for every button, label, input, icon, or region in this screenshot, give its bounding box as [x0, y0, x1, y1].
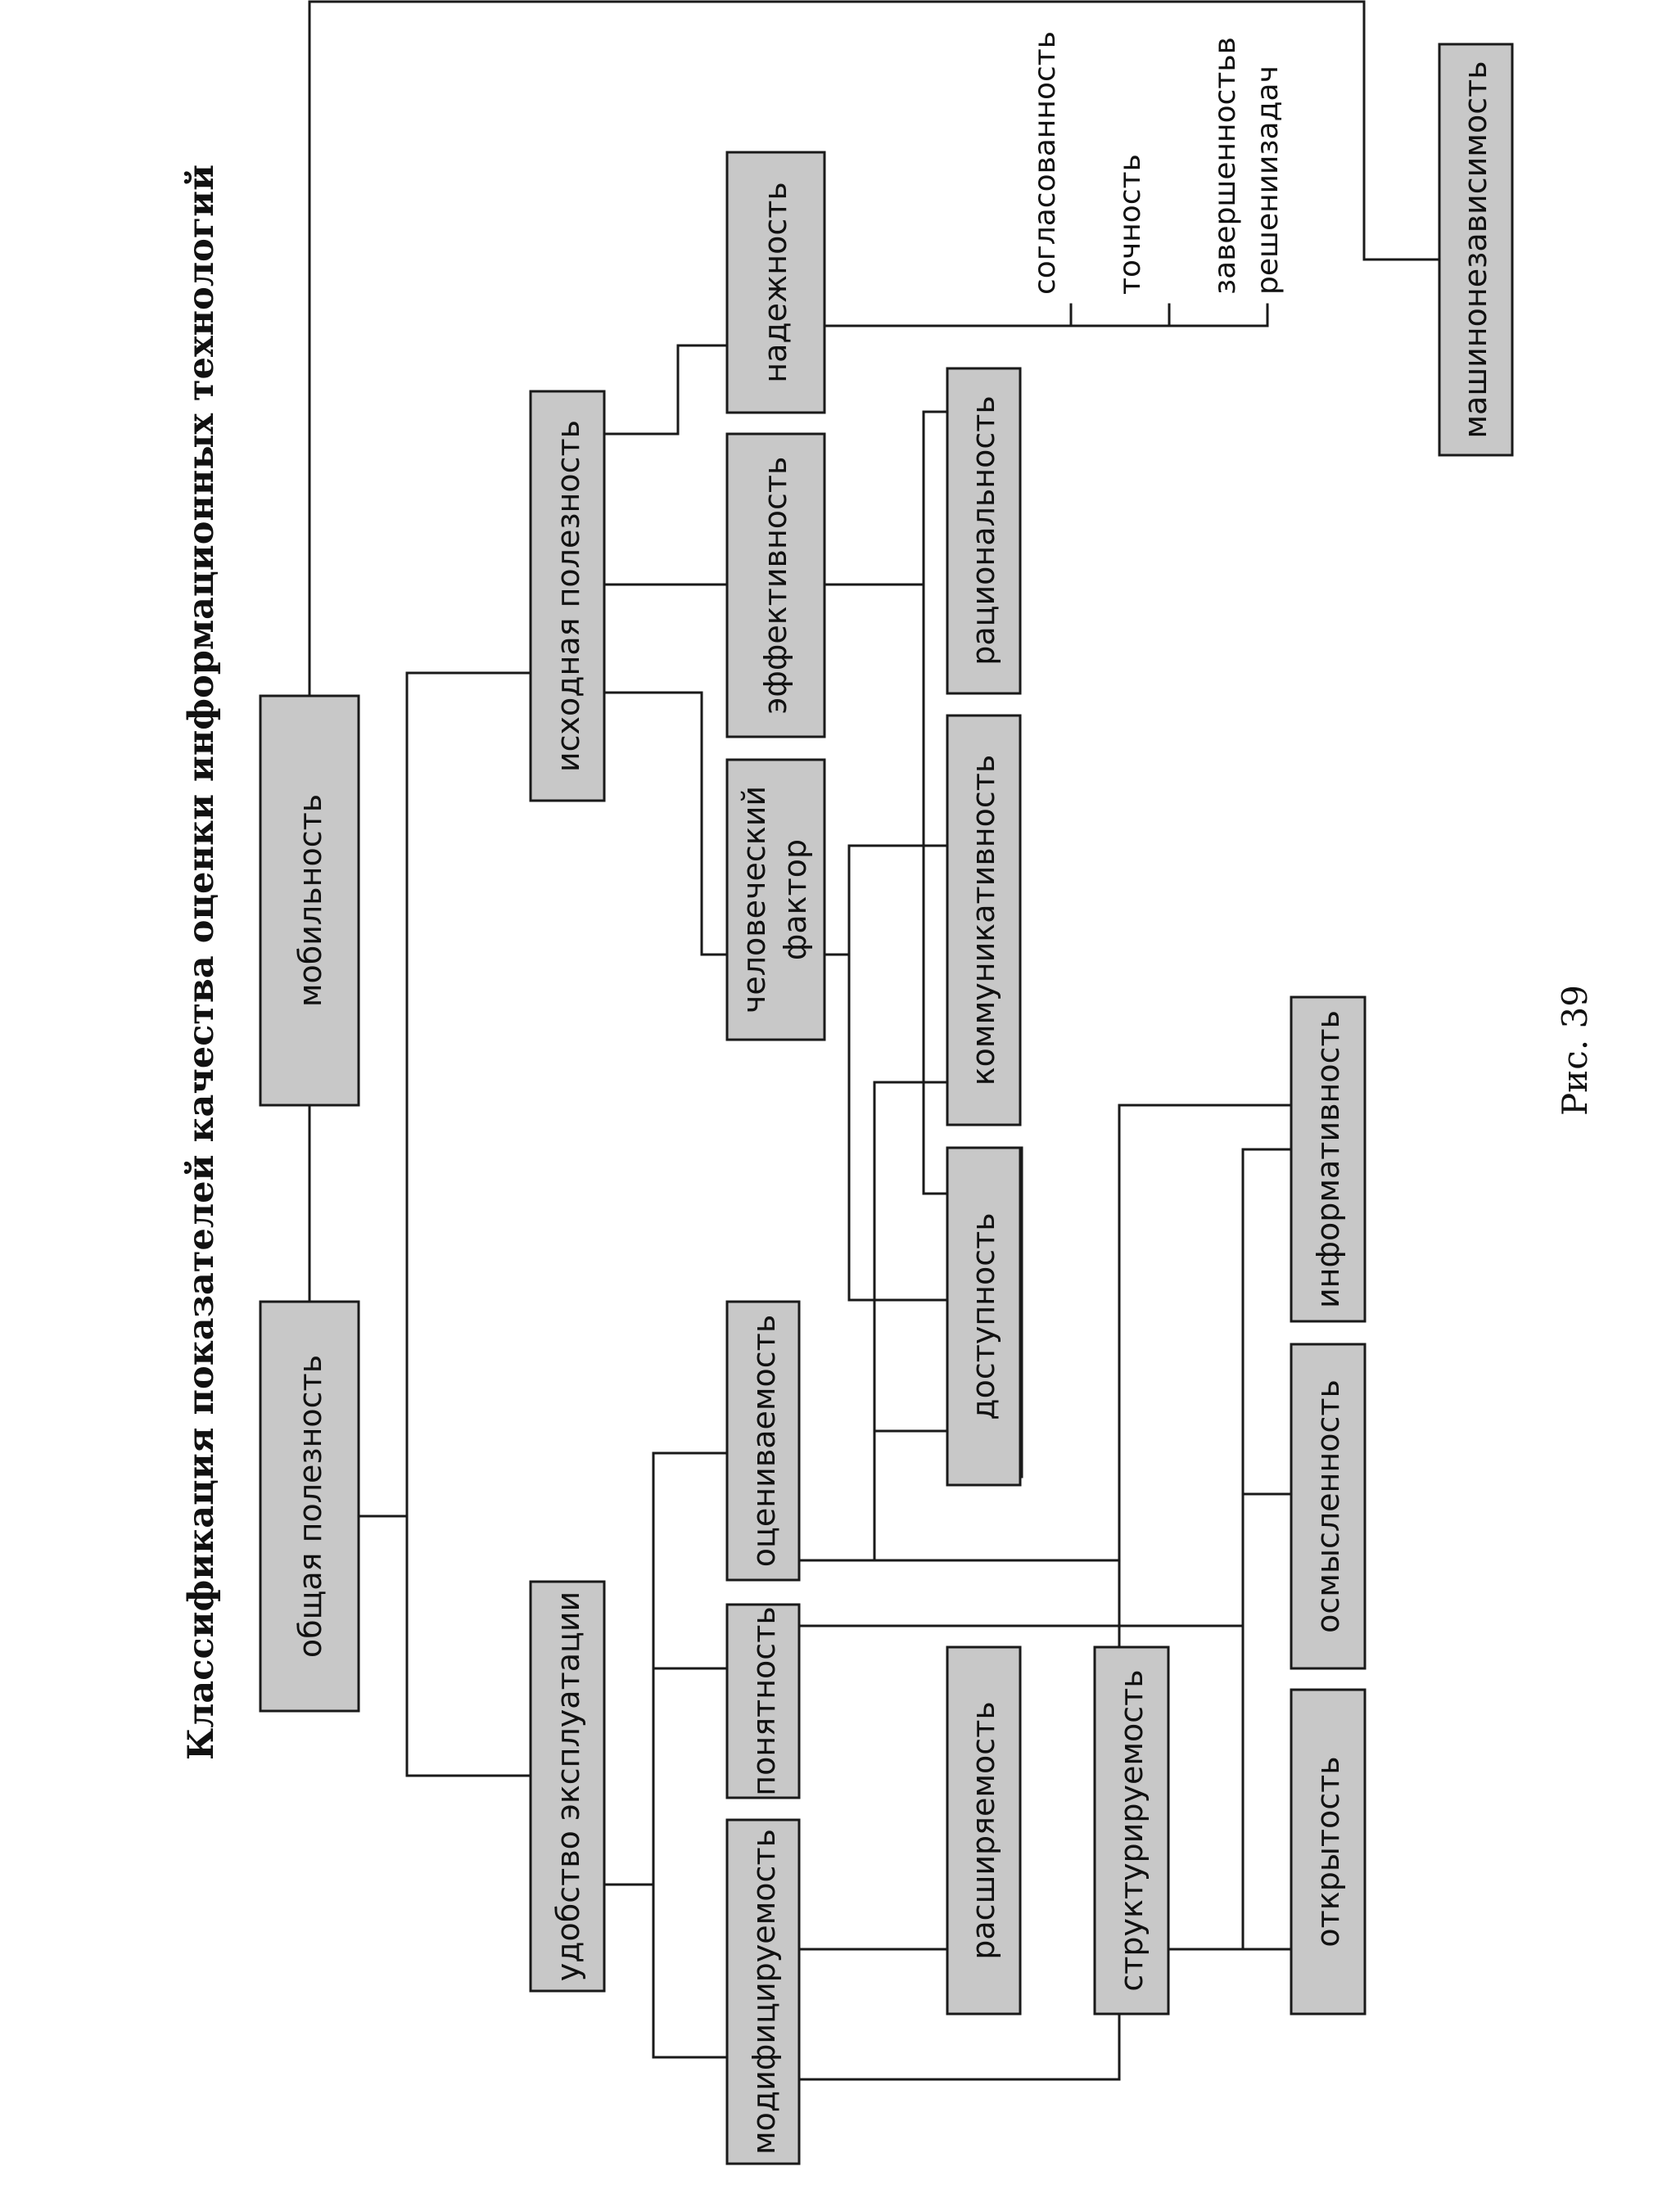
node-usability: удобство эксплуатации — [529, 1580, 606, 1993]
svg-text:структурируемость: структурируемость — [1114, 1669, 1150, 1991]
svg-text:коммуникативность: коммуникативность — [965, 755, 1001, 1086]
node-efficiency: эффективность — [725, 432, 826, 738]
node-mobility: мобильность — [259, 694, 360, 1107]
diagram-title: Классификация показателей качества оценк… — [181, 165, 222, 1760]
svg-text:фактор: фактор — [777, 839, 813, 960]
node-rationality: рациональность — [946, 367, 1022, 695]
svg-text:информативность: информативность — [1310, 1010, 1346, 1308]
svg-text:доступность: доступность — [965, 1212, 1001, 1420]
node-general-utility: общая полезность — [259, 1300, 360, 1713]
svg-text:общая полезность: общая полезность — [292, 1355, 328, 1658]
node-accessibility: доступность — [946, 1146, 1023, 1487]
leaf-consistency: согласованность — [1028, 31, 1062, 295]
svg-text:расширяемость: расширяемость — [965, 1701, 1001, 1959]
node-understandability: понятность — [725, 1603, 801, 1799]
node-human-factor: человеческий фактор — [725, 758, 826, 1041]
svg-text:осмысленность: осмысленность — [1310, 1379, 1346, 1633]
svg-text:удобство эксплуатации: удобство эксплуатации — [550, 1591, 586, 1981]
figure-caption: Рис. 39 — [1555, 985, 1595, 1116]
node-modifiability: модифицируемость — [725, 1818, 801, 2165]
node-communicativeness: коммуникативность — [946, 714, 1022, 1126]
svg-text:открытость: открытость — [1310, 1756, 1346, 1947]
node-reliability: надежность — [725, 151, 826, 414]
svg-text:мобильность: мобильность — [292, 794, 328, 1007]
node-informativeness: информативность — [1290, 995, 1367, 1323]
node-extensibility: расширяемость — [946, 1645, 1022, 2016]
leaf-completeness-line-1: завершенностьв — [1208, 37, 1242, 295]
svg-text:машинонезависимость: машинонезависимость — [1457, 61, 1493, 438]
svg-text:понятность: понятность — [746, 1606, 782, 1795]
node-initial-utility: исходная полезность — [529, 390, 606, 802]
svg-text:исходная полезность: исходная полезность — [550, 420, 586, 772]
svg-text:надежность: надежность — [757, 182, 793, 383]
svg-text:рациональность: рациональность — [965, 395, 1001, 666]
node-structurability: структурируемость — [1093, 1645, 1170, 2016]
svg-text:человеческий: человеческий — [736, 786, 772, 1013]
connector-lines — [308, 0, 1441, 2081]
node-machine-independence: машинонезависимость — [1438, 43, 1514, 457]
leaf-accuracy: точность — [1114, 154, 1147, 295]
leaf-completeness-line-2: решениизадач — [1251, 65, 1285, 295]
svg-text:эффективность: эффективность — [757, 457, 793, 715]
svg-text:оцениваемость: оцениваемость — [746, 1315, 782, 1567]
node-evaluability: оцениваемость — [725, 1300, 801, 1582]
svg-text:модифицируемость: модифицируемость — [746, 1829, 782, 2155]
node-openness: открытость — [1290, 1688, 1367, 2016]
node-meaningfulness: осмысленность — [1290, 1343, 1367, 1670]
